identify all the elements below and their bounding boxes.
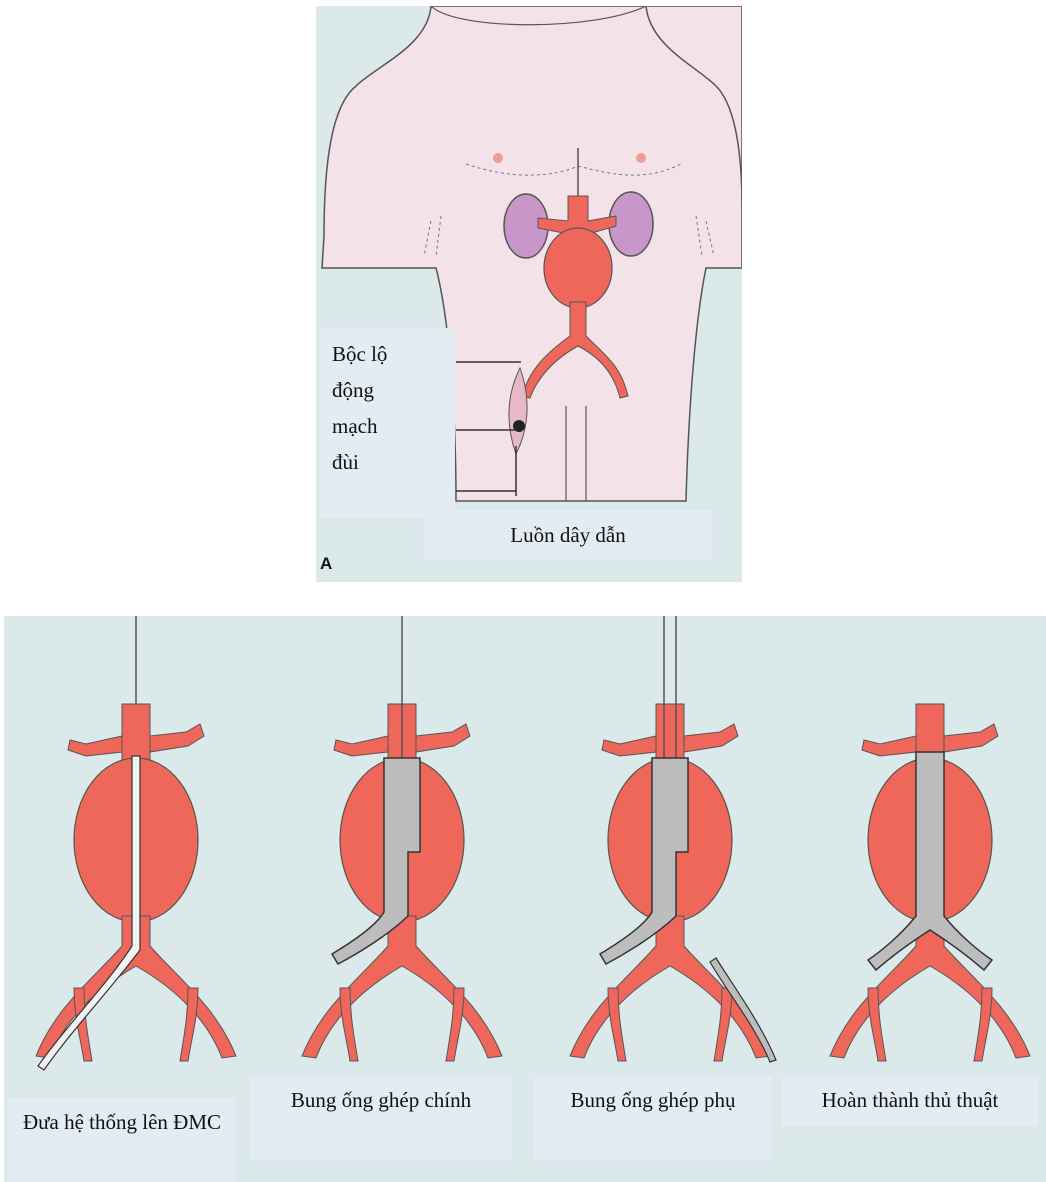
label-femoral-exposure: Bộc lộ động mạch đùi bbox=[320, 328, 455, 518]
caption-step-3: Bung ống ghép phụ bbox=[534, 1076, 772, 1160]
aneurysm bbox=[544, 228, 612, 308]
caption-step-1: Đưa hệ thống lên ĐMC bbox=[8, 1098, 236, 1182]
nipple-left bbox=[493, 153, 503, 163]
caption-step-2: Bung ống ghép chính bbox=[250, 1076, 512, 1160]
nipple-right bbox=[636, 153, 646, 163]
caption-step-4: Hoàn thành thủ thuật bbox=[782, 1076, 1038, 1126]
panel-label: A bbox=[320, 554, 332, 574]
label-guidewire: Luồn dây dẫn bbox=[424, 510, 712, 560]
